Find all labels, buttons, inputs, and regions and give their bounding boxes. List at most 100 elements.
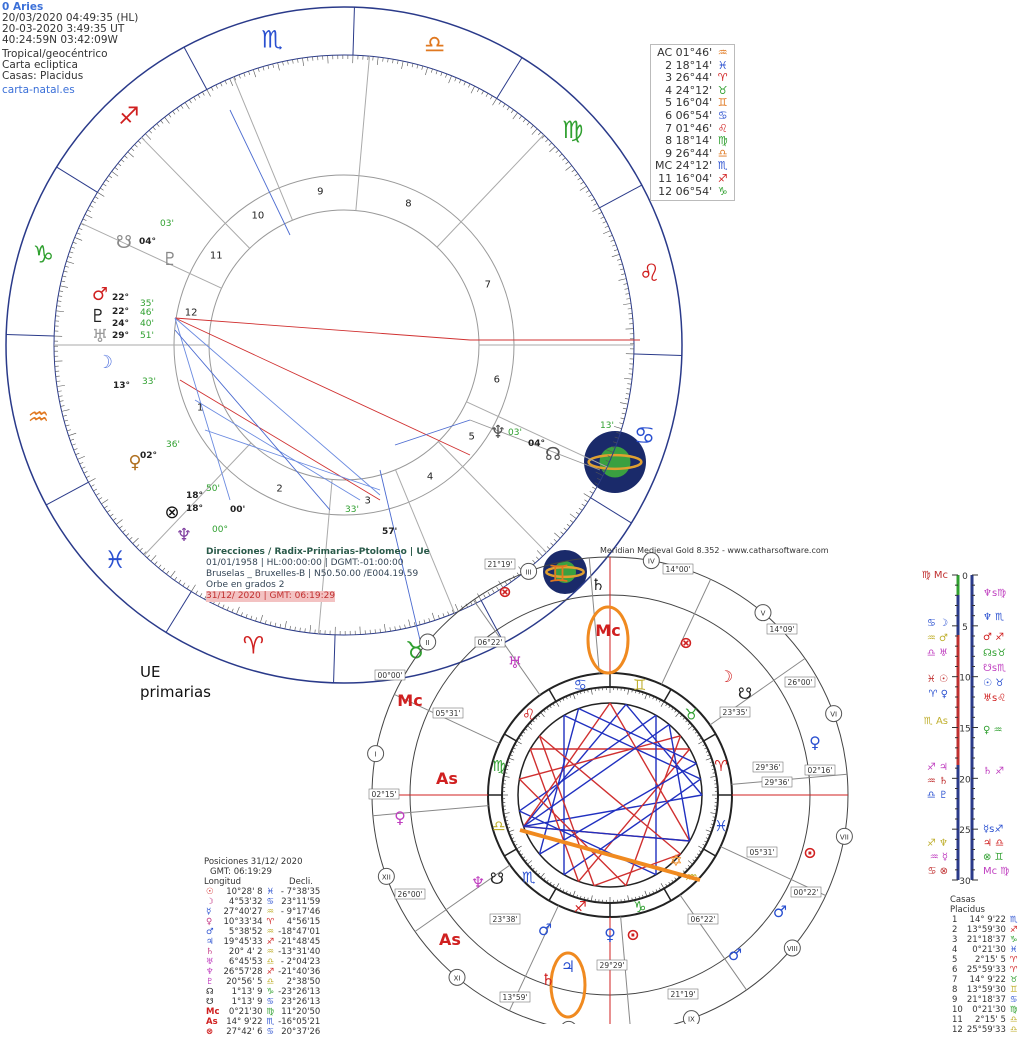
degree-tick: [86, 476, 90, 478]
cusp-value: 0°21'30: [965, 1005, 1008, 1015]
planet-degree-label: 13': [600, 421, 614, 431]
sign-icon: ♑: [1008, 935, 1020, 945]
house-degree: 26°44': [676, 147, 713, 160]
degree-tick: [115, 167, 118, 169]
scale-left-label: ♐ ♃: [927, 762, 948, 773]
position-row: ♅6°45'53♎- 2°04'23: [204, 957, 322, 967]
house-cusp-line: [466, 402, 607, 467]
sign-icon: ♎: [265, 977, 277, 987]
declination: 11°20'50: [276, 1007, 322, 1017]
degree-tick: [519, 116, 521, 119]
degree-tick: [492, 98, 496, 105]
roman-house-number: IV: [648, 558, 655, 566]
house-number: 12: [950, 1025, 965, 1035]
degree-tick: [380, 629, 381, 633]
degree-tick: [103, 184, 106, 186]
planet-degree-label: 03': [160, 219, 174, 229]
degree-tick: [455, 604, 458, 611]
site-link[interactable]: carta-natal.es: [2, 85, 138, 96]
scale-left-label: ♒ ♂: [927, 633, 948, 644]
roman-house-number: III: [525, 568, 531, 576]
sign-icon: ♎: [265, 957, 277, 967]
zodiac-sign-icon: ♍: [492, 757, 505, 775]
degree-tick: [605, 226, 609, 228]
sign-divider: [634, 354, 682, 355]
degree-tick: [67, 430, 71, 431]
house-label: AC: [657, 46, 672, 59]
degree-tick: [222, 605, 224, 609]
degree-tick: [57, 306, 61, 307]
degree-tick: [566, 162, 569, 165]
degree-tick: [273, 64, 274, 68]
degree-tick: [239, 75, 240, 79]
degree-tick: [556, 150, 559, 153]
degree-tick: [559, 154, 562, 157]
aspect-line: [395, 420, 470, 445]
sign-icon: ♏: [1008, 915, 1020, 925]
degree-tick: [194, 97, 196, 100]
planet-icon: ⊗: [498, 582, 511, 601]
cusp-label: 05°31': [750, 848, 775, 857]
declination: -21°48'45: [276, 937, 322, 947]
house-cusp-line: [356, 56, 370, 210]
degree-tick: [490, 96, 492, 99]
degree-tick: [253, 70, 256, 78]
cusp-label: 14°00': [666, 565, 691, 574]
degree-tick: [513, 113, 518, 119]
degree-tick: [95, 197, 98, 199]
house-cusp-row: 12 06°54' ♑: [655, 186, 730, 199]
degree-tick: [623, 408, 627, 409]
degree-tick: [128, 152, 134, 157]
degree-tick: [570, 520, 573, 522]
house-degree: 18°14': [676, 59, 713, 72]
degree-tick: [216, 85, 218, 89]
degree-tick: [174, 577, 176, 580]
scale-number: 10: [959, 674, 971, 684]
highlight-ellipse: [588, 607, 628, 673]
directions-date: 31/12/ 2020 | GMT: 06:19:29: [206, 591, 335, 602]
declination: - 7°38'35: [276, 887, 322, 897]
zodiac-sign-icon: ♊: [633, 676, 646, 694]
scale-right-label: ♀ ♒: [983, 725, 1003, 736]
roman-house-number: XII: [382, 873, 391, 881]
house-number: 4: [427, 472, 433, 483]
roman-house-number: V: [761, 610, 766, 618]
degree-tick: [138, 141, 141, 144]
scale-left-label: ♒ ☿: [930, 852, 948, 863]
house-number: 12: [185, 307, 198, 318]
planet-degree-label: 51': [140, 331, 154, 341]
sign-icon: ♋: [716, 110, 730, 123]
house-cusp-line: [438, 442, 546, 553]
sign-divider: [504, 734, 516, 741]
zodiac-sign-icon: ♌: [522, 706, 535, 724]
degree-tick: [300, 628, 301, 632]
degree-tick: [72, 444, 76, 445]
degree-tick: [619, 423, 623, 424]
degree-tick: [61, 281, 65, 282]
position-row: ☊1°13' 9♑-23°26'13: [204, 987, 322, 997]
scale-left-label: ♓ ☉: [927, 674, 948, 685]
declination: 23°26'13: [276, 997, 322, 1007]
planet-icon: Mc: [204, 1007, 222, 1017]
planet-degree-label: 40': [140, 319, 154, 329]
degree-tick: [582, 504, 585, 506]
planet-icon: ♀: [394, 808, 406, 827]
zodiac-sign-icon: ♈: [714, 757, 727, 775]
degree-tick: [575, 174, 578, 176]
house-cusps-table: AC 01°46' ♒2 18°14' ♓3 26°44' ♈4 24°12' …: [650, 44, 735, 201]
house-label: 12: [658, 185, 672, 198]
scale-left-label: ♎ ♇: [927, 790, 948, 801]
scale-right-label: ♅s♌: [983, 693, 1006, 704]
degree-tick: [77, 233, 81, 235]
degree-tick: [220, 83, 222, 87]
degree-tick: [58, 391, 62, 392]
degree-tick: [136, 544, 139, 547]
house-cusp-line: [473, 600, 540, 695]
degree-tick: [106, 180, 109, 182]
planet-icon: ♂: [92, 284, 108, 305]
degree-tick: [527, 861, 532, 865]
house-number: 2: [276, 484, 282, 495]
